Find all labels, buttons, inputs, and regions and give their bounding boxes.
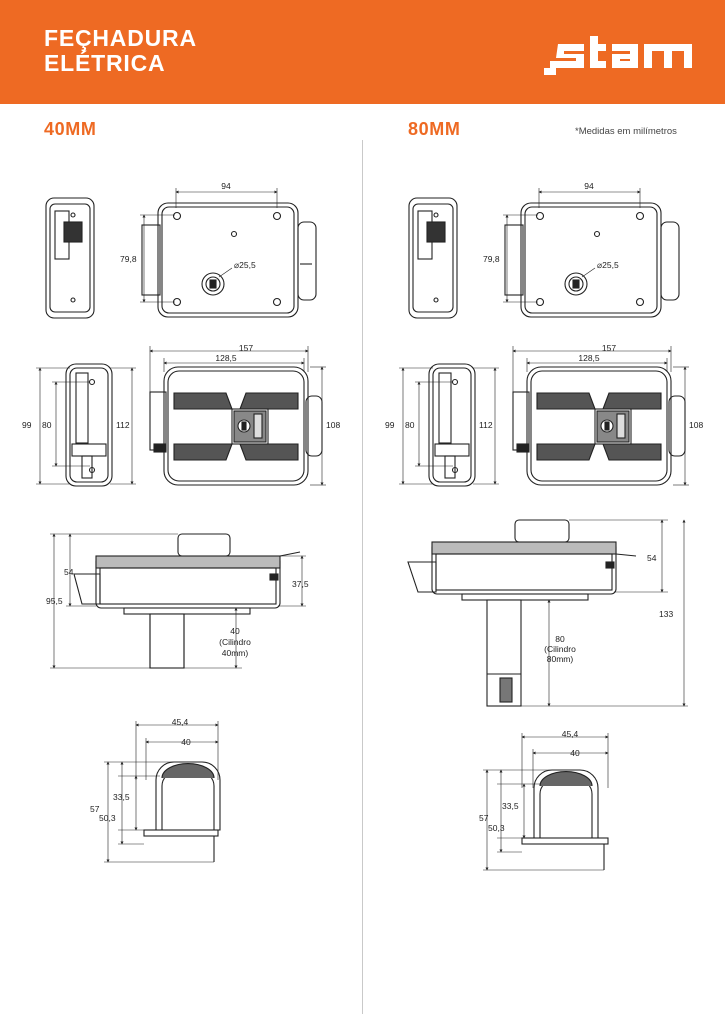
lock-40mm: [36, 188, 326, 863]
dim-40-cover-height: 108: [326, 420, 340, 430]
dim-80-striker-mid-height: 50,3: [488, 823, 505, 833]
dim-80-top-total: 133: [659, 609, 673, 619]
section-title-80mm: 80MM: [408, 119, 461, 139]
dim-40-striker-inner-height: 33,5: [113, 792, 130, 802]
front-view-40: [140, 188, 317, 318]
header-banner: FEÇHADURA ELÉTRICA: [0, 0, 725, 104]
title-line-2: ELÉTRICA: [44, 50, 166, 76]
side-view-middle-40: [36, 363, 136, 487]
title-line-1: FEÇHADURA: [44, 25, 197, 51]
dim-80-cover-width: 157: [602, 343, 616, 353]
cover-view-80: [512, 346, 689, 486]
dim-40-projection: 37,5: [292, 579, 309, 589]
dim-80-cylinder-diameter-value: 25,5: [602, 260, 619, 270]
dim-40-striker-inner: 40: [181, 737, 191, 747]
dim-40-top-front: 54: [64, 567, 74, 577]
stam-logo: [544, 36, 692, 75]
dim-80-side-depth: 112: [479, 420, 493, 430]
dim-40-striker-outer: 45,4: [172, 717, 189, 727]
dim-40-side-inner: 80: [42, 420, 52, 430]
dim-40-top-total: 95,5: [46, 596, 63, 606]
dim-80-striker-height: 57: [479, 813, 489, 823]
lock-80mm: [399, 188, 689, 871]
dim-80-striker-inner-height: 33,5: [502, 801, 519, 811]
dim-40-cylinder-diameter: ⌀25,5: [234, 260, 256, 270]
dim-40-cover-inner: 128,5: [215, 353, 237, 363]
side-view-top-80: [408, 197, 458, 319]
dim-40-striker-height: 57: [90, 804, 100, 814]
dim-80-striker-inner: 40: [570, 748, 580, 758]
striker-view-40: [104, 721, 221, 863]
dim-40-cylinder-label2: 40mm): [222, 648, 249, 658]
dim-80-cylinder-label2: 80mm): [547, 654, 574, 664]
striker-view-80: [483, 733, 609, 871]
side-view-middle-80: [399, 363, 499, 487]
top-view-40: [50, 533, 306, 669]
dim-80-top-front: 54: [647, 553, 657, 563]
dim-40-cylinder-diameter-value: 25,5: [239, 260, 256, 270]
dim-40-front-height: 79,8: [120, 254, 137, 264]
dim-80-cylinder-diameter: ⌀25,5: [597, 260, 619, 270]
dim-40-cover-width: 157: [239, 343, 253, 353]
top-view-80: [407, 519, 688, 707]
measurement-note: *Medidas em milímetros: [575, 126, 677, 137]
dim-80-cylinder-length: 80: [555, 634, 565, 644]
dim-40-front-width: 94: [221, 181, 231, 191]
dim-80-side-outer: 99: [385, 420, 395, 430]
side-view-top-40: [45, 197, 95, 319]
dim-80-front-width: 94: [584, 181, 594, 191]
section-title-40mm: 40MM: [44, 119, 97, 139]
front-view-80: [503, 188, 680, 318]
dim-80-cover-height: 108: [689, 420, 703, 430]
dim-80-cylinder-label: (Cilindro: [544, 644, 576, 654]
dim-40-side-outer: 99: [22, 420, 32, 430]
dim-80-side-inner: 80: [405, 420, 415, 430]
column-divider: [362, 140, 363, 1014]
dim-40-side-depth: 112: [116, 420, 130, 430]
dim-40-cylinder-length: 40: [230, 626, 240, 636]
dim-40-cylinder-label: (Cilindro: [219, 637, 251, 647]
dim-40-striker-mid-height: 50,3: [99, 813, 116, 823]
dim-80-cover-inner: 128,5: [578, 353, 600, 363]
page-title: FEÇHADURA ELÉTRICA: [44, 26, 197, 76]
dim-80-striker-outer: 45,4: [562, 729, 579, 739]
dim-80-front-height: 79,8: [483, 254, 500, 264]
cover-view-40: [149, 346, 326, 486]
